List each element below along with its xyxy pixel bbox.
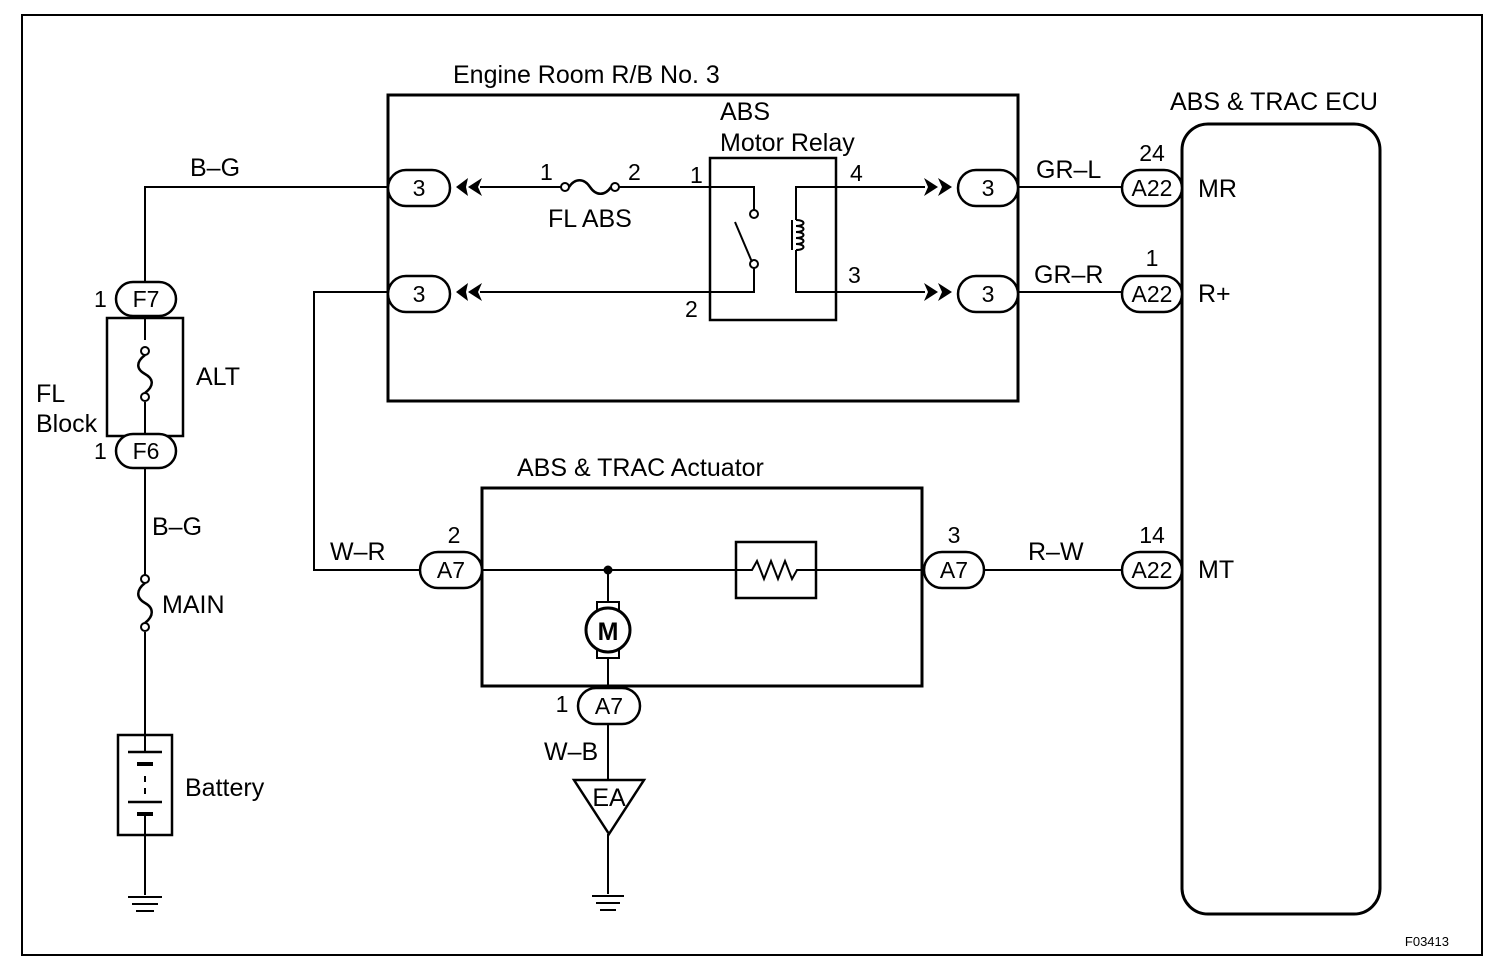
chevron-left-icon [456,178,482,196]
connector-a22-rplus: A22 [1120,274,1184,314]
ground-icon [128,896,162,912]
connector-f7: F7 [114,280,178,318]
svg-text:3: 3 [982,281,995,307]
relay-pin-1: 1 [690,162,703,188]
actuator-label: ABS & TRAC Actuator [517,454,764,482]
ecu-terminal-mt: MT [1198,556,1234,584]
resistor-icon [734,540,818,600]
connector-a7-bottom: A7 [576,686,642,726]
actuator-pin-bottom: 1 [556,691,569,717]
wire-label-gr-l: GR–L [1036,156,1101,184]
actuator-box [480,486,924,688]
relay-pin-4: 4 [850,160,863,186]
wires [144,186,1124,895]
chevron-right-icon [924,178,952,196]
svg-text:A7: A7 [940,557,968,583]
fl-block-label-line2: Block [36,410,98,438]
relay-name-line1: ABS [720,98,770,126]
fuse-alt-label: ALT [196,363,240,391]
fuse-icon [137,574,153,632]
ecu-label: ABS & TRAC ECU [1170,88,1378,116]
connector-a22-mt: A22 [1120,550,1184,590]
wire-label-w-b: W–B [544,738,598,766]
wire-label-bg-top: B–G [190,154,240,182]
fl-block-label-line1: FL [36,380,65,408]
wire-label-w-r: W–R [330,538,386,566]
figure-code: F03413 [1405,934,1449,949]
relay-name-line2: Motor Relay [720,129,855,157]
junction-dot [603,565,613,575]
connector-a7-left: A7 [418,550,484,590]
fuse-pin-right: 2 [628,159,641,185]
chevron-right-icon [924,283,952,301]
battery-label: Battery [185,774,265,802]
ecu-box [1180,122,1382,916]
svg-text:A7: A7 [595,693,623,719]
svg-text:A22: A22 [1132,175,1173,201]
actuator-pin-left: 2 [448,522,461,548]
motor-relay-box [708,156,838,322]
fuse-icon [560,179,620,195]
f6-pin: 1 [94,438,107,464]
relay-pin-2: 2 [685,296,698,322]
relay-switch-icon [734,209,759,269]
fuse-icon [137,346,153,402]
connector-a7-right: A7 [922,550,986,590]
motor-icon [584,601,632,659]
connector-rb-out-top: 3 [956,168,1020,208]
fuse-pin-left: 1 [540,159,553,185]
wire-label-r-w: R–W [1028,538,1084,566]
connector-a22-mr: A22 [1120,168,1184,208]
ground-ea-label: EA [592,784,626,812]
ground-point-icon [571,778,647,837]
ecu-terminal-rplus: R+ [1198,280,1231,308]
svg-text:F6: F6 [133,438,160,464]
ecu-terminal-mr: MR [1198,175,1237,203]
motor-label: M [598,618,619,646]
ground-icon [592,895,624,911]
battery-icon [116,733,174,837]
chevron-left-icon [456,283,482,301]
svg-text:3: 3 [413,281,426,307]
wire-label-bg-bottom: B–G [152,513,202,541]
relay-block-label: Engine Room R/B No. 3 [453,61,720,89]
connector-rb-in-top: 3 [386,168,452,208]
svg-text:3: 3 [413,175,426,201]
connector-f6: F6 [114,432,178,470]
svg-text:F7: F7 [133,286,160,312]
connector-rb-out-bottom: 3 [956,274,1020,314]
fuse-main-label: MAIN [162,591,225,619]
relay-coil-icon [791,219,805,251]
fuse-fl-abs-label: FL ABS [548,205,632,233]
f7-pin: 1 [94,286,107,312]
svg-text:A22: A22 [1132,557,1173,583]
svg-text:3: 3 [982,175,995,201]
ecu-pin-mr: 24 [1139,140,1165,166]
actuator-pin-right: 3 [948,522,961,548]
relay-pin-3: 3 [848,262,861,288]
ecu-pin-mt: 14 [1139,522,1165,548]
svg-text:A22: A22 [1132,281,1173,307]
connector-rb-in-bottom: 3 [386,274,452,314]
wire-label-gr-r: GR–R [1034,261,1103,289]
relay-block-box [386,93,1020,403]
svg-text:A7: A7 [437,557,465,583]
ecu-pin-rplus: 1 [1146,245,1159,271]
diagram-frame [21,14,1483,956]
